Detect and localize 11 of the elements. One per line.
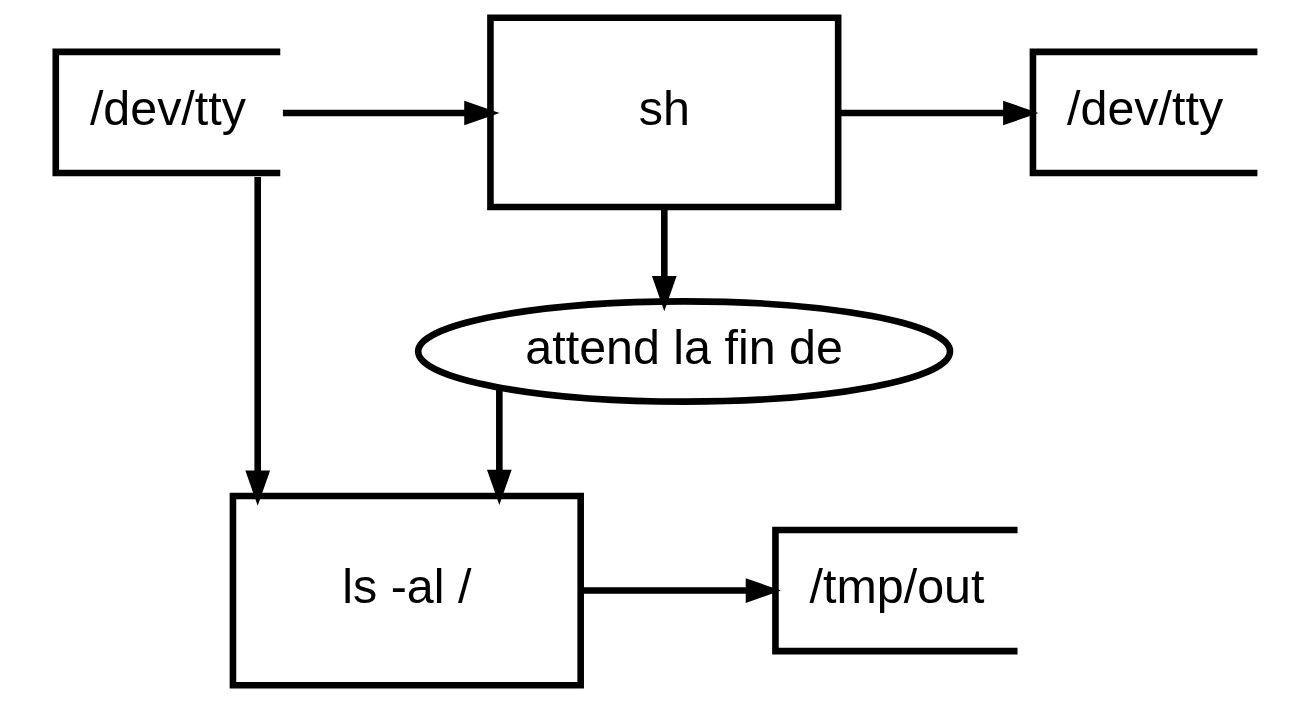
node-box: ls -al / — [229, 492, 584, 688]
node-text: /dev/tty — [1066, 80, 1223, 135]
arrow — [244, 176, 270, 506]
arrow — [282, 100, 500, 125]
node-box: sh — [486, 14, 841, 210]
node-ellipse: attend la fin de — [414, 297, 953, 405]
node-text: /dev/tty — [89, 80, 246, 135]
arrow — [580, 577, 781, 603]
arrow — [651, 207, 677, 311]
arrow — [486, 387, 512, 505]
node-text: /tmp/out — [809, 558, 984, 613]
